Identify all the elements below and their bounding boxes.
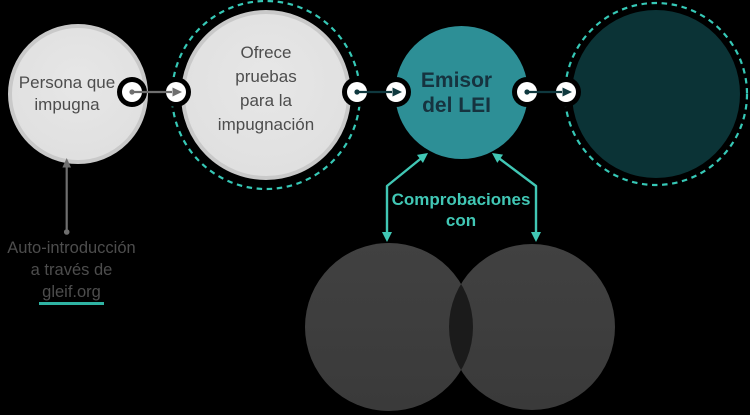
connector-dot — [63, 229, 70, 235]
venn-right-circle — [449, 244, 615, 410]
connector-dot — [354, 89, 360, 95]
gleif-org-link[interactable]: gleif.org — [39, 283, 104, 305]
label-line: Ofrece — [240, 43, 292, 62]
step-label-persona: Persona que impugna — [19, 72, 137, 116]
label-line: con — [445, 211, 477, 230]
self-registration-note: Auto-introducción a través de gleif.org — [0, 237, 143, 305]
label-line: Auto-introducción — [7, 239, 136, 257]
note-arrow — [62, 158, 71, 235]
label-line: Comprobaciones — [391, 190, 531, 209]
step-circle-persona: Persona que impugna — [8, 24, 148, 164]
label-line: pruebas — [235, 67, 297, 86]
venn-left-circle — [305, 243, 473, 411]
label-line: para la — [240, 91, 292, 110]
label-line: Persona que — [18, 73, 116, 92]
arrow-down-icon — [382, 232, 392, 242]
checks-label: Comprobaciones con — [371, 189, 551, 231]
step-label-emisor: Emisor del LEI — [421, 68, 502, 118]
arrow-right-icon — [562, 87, 572, 97]
venn-overlap — [449, 244, 473, 410]
label-line: impugnación — [217, 115, 315, 134]
label-line: del LEI — [422, 93, 491, 117]
step-circle-revision — [572, 10, 740, 178]
arrow-down-icon — [531, 232, 541, 242]
step-circle-emisor: Emisor del LEI — [395, 26, 528, 159]
label-line: impugna — [34, 95, 100, 114]
label-line: Emisor — [420, 68, 493, 92]
label-line: a través de — [30, 261, 113, 279]
step-circle-pruebas: Ofrece pruebas para la impugnación — [181, 10, 351, 180]
step-label-pruebas: Ofrece pruebas para la impugnación — [218, 41, 314, 149]
arrow-up-right-icon — [416, 153, 428, 163]
